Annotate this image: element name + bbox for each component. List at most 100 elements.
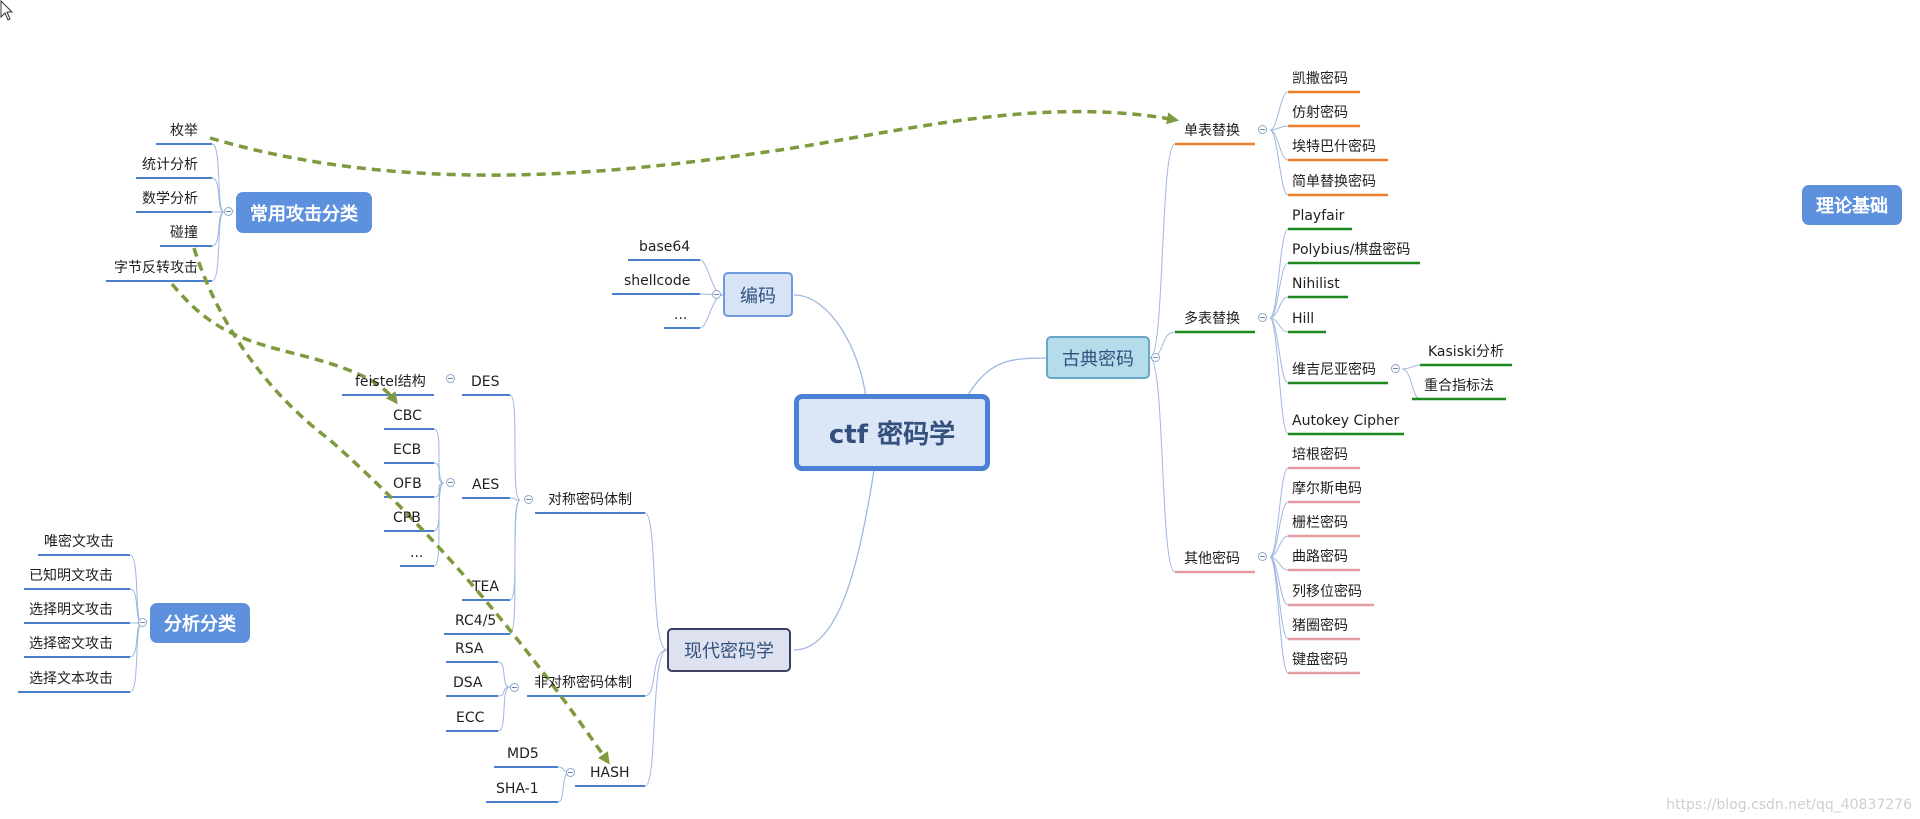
collapse-toggle-attack[interactable] — [224, 207, 233, 216]
node-poly-6[interactable]: Autokey Cipher — [1292, 413, 1400, 429]
floating-common-attack[interactable]: 常用攻击分类 — [236, 192, 372, 233]
node-poly-4[interactable]: Hill — [1292, 311, 1315, 327]
link-asym-2 — [497, 686, 511, 697]
node-mono-3[interactable]: 埃特巴什密码 — [1292, 139, 1376, 155]
link-poly-4 — [1269, 317, 1289, 333]
node-aes-1[interactable]: CBC — [393, 408, 422, 424]
node-analysis-4[interactable]: 选择密文攻击 — [29, 636, 113, 652]
node-poly-2[interactable]: Polybius/棋盘密码 — [1292, 242, 1411, 258]
node-vigenere-1[interactable]: Kasiski分析 — [1428, 344, 1504, 360]
node-other-4[interactable]: 曲路密码 — [1292, 549, 1348, 565]
link-modern-hash — [644, 649, 668, 787]
node-analysis-1[interactable]: 唯密文攻击 — [44, 534, 114, 550]
node-hash-2[interactable]: SHA-1 — [496, 781, 539, 797]
collapse-toggle-vigenere[interactable] — [1391, 364, 1400, 373]
node-attack-3[interactable]: 数学分析 — [142, 191, 198, 207]
node-encoding-more[interactable]: ... — [674, 307, 688, 323]
node-other-7[interactable]: 键盘密码 — [1292, 652, 1348, 668]
node-attack-4[interactable]: 碰撞 — [170, 225, 198, 241]
branch-modern[interactable]: 现代密码学 — [667, 628, 791, 672]
node-other-1[interactable]: 培根密码 — [1292, 447, 1348, 463]
link-asym-1 — [497, 661, 511, 688]
node-aes[interactable]: AES — [472, 477, 500, 493]
node-aes-3[interactable]: OFB — [393, 476, 422, 492]
link-aes-2 — [433, 462, 445, 484]
node-hash-1[interactable]: MD5 — [507, 746, 539, 762]
node-mono-4[interactable]: 简单替换密码 — [1292, 174, 1376, 190]
collapse-toggle-aes[interactable] — [446, 478, 455, 487]
node-symmetric[interactable]: 对称密码体制 — [548, 492, 632, 508]
link-other-2 — [1269, 501, 1289, 558]
node-other[interactable]: 其他密码 — [1184, 551, 1240, 567]
node-other-2[interactable]: 摩尔斯电码 — [1292, 481, 1362, 497]
node-attack-5[interactable]: 字节反转攻击 — [114, 260, 198, 276]
collapse-toggle-asym[interactable] — [510, 683, 519, 692]
collapse-toggle-other[interactable] — [1258, 552, 1267, 561]
link-analysis-5 — [129, 622, 143, 693]
central-topic[interactable]: ctf 密码学 — [794, 394, 990, 471]
link-center-encoding — [793, 294, 867, 399]
link-poly-2 — [1269, 262, 1289, 319]
node-analysis-2[interactable]: 已知明文攻击 — [29, 568, 113, 584]
node-tea[interactable]: TEA — [472, 579, 499, 595]
node-other-5[interactable]: 列移位密码 — [1292, 584, 1362, 600]
node-poly-3[interactable]: Nihilist — [1292, 276, 1340, 292]
link-modern-asym — [644, 649, 668, 697]
link-poly-6 — [1269, 317, 1289, 435]
collapse-toggle-mono[interactable] — [1258, 125, 1267, 134]
link-other-1 — [1269, 467, 1289, 558]
node-asym-1[interactable]: RSA — [455, 641, 484, 657]
link-aes-1 — [433, 428, 445, 484]
node-des[interactable]: DES — [471, 374, 500, 390]
collapse-toggle-classical[interactable] — [1151, 353, 1160, 362]
link-vig-2 — [1401, 368, 1421, 400]
node-aes-5[interactable]: ... — [410, 545, 424, 561]
link-classical-mono — [1149, 143, 1176, 359]
node-asym-2[interactable]: DSA — [453, 675, 483, 691]
link-poly-1 — [1269, 228, 1289, 319]
node-aes-4[interactable]: CPB — [393, 510, 421, 526]
link-sym-des — [509, 394, 521, 501]
node-analysis-5[interactable]: 选择文本攻击 — [29, 671, 113, 687]
collapse-toggle-analysis[interactable] — [138, 618, 147, 627]
link-aes-5 — [433, 482, 445, 567]
node-other-3[interactable]: 栅栏密码 — [1292, 515, 1348, 531]
node-attack-1[interactable]: 枚举 — [170, 123, 198, 139]
node-poly[interactable]: 多表替换 — [1184, 311, 1240, 327]
node-mono[interactable]: 单表替换 — [1184, 123, 1240, 139]
collapse-toggle-sym[interactable] — [524, 495, 533, 504]
node-attack-2[interactable]: 统计分析 — [142, 157, 198, 173]
branch-classical[interactable]: 古典密码 — [1046, 336, 1150, 379]
link-encoding-more — [699, 294, 724, 329]
floating-analysis[interactable]: 分析分类 — [150, 603, 250, 643]
floating-theory[interactable]: 理论基础 — [1802, 185, 1902, 225]
node-asymmetric[interactable]: 非对称密码体制 — [534, 675, 632, 691]
node-other-6[interactable]: 猪圈密码 — [1292, 618, 1348, 634]
relation-arrow-collision-hash — [192, 247, 610, 765]
collapse-toggle-encoding[interactable] — [712, 290, 721, 299]
link-other-3 — [1269, 535, 1289, 558]
node-aes-2[interactable]: ECB — [393, 442, 422, 458]
node-vigenere-2[interactable]: 重合指标法 — [1424, 378, 1494, 394]
relation-arrow-enum-mono — [209, 109, 1179, 177]
node-base64[interactable]: base64 — [639, 239, 691, 255]
node-hash[interactable]: HASH — [590, 765, 630, 781]
node-analysis-3[interactable]: 选择明文攻击 — [29, 602, 113, 618]
branch-encoding[interactable]: 编码 — [723, 272, 793, 317]
collapse-toggle-hash[interactable] — [566, 768, 575, 777]
node-feistel[interactable]: feistel结构 — [355, 374, 426, 390]
node-asym-3[interactable]: ECC — [456, 710, 485, 726]
link-encoding-base64 — [699, 259, 724, 296]
node-mono-2[interactable]: 仿射密码 — [1292, 105, 1348, 121]
node-poly-1[interactable]: Playfair — [1292, 208, 1345, 224]
link-mono-1 — [1269, 91, 1289, 131]
node-mono-1[interactable]: 凯撒密码 — [1292, 71, 1348, 87]
node-rc[interactable]: RC4/5 — [455, 613, 497, 629]
collapse-toggle-poly[interactable] — [1258, 313, 1267, 322]
collapse-toggle-des[interactable] — [446, 374, 455, 383]
link-center-modern — [793, 469, 875, 651]
node-shellcode[interactable]: shellcode — [624, 273, 691, 289]
node-poly-5[interactable]: 维吉尼亚密码 — [1292, 362, 1376, 378]
link-analysis-4 — [129, 622, 143, 658]
